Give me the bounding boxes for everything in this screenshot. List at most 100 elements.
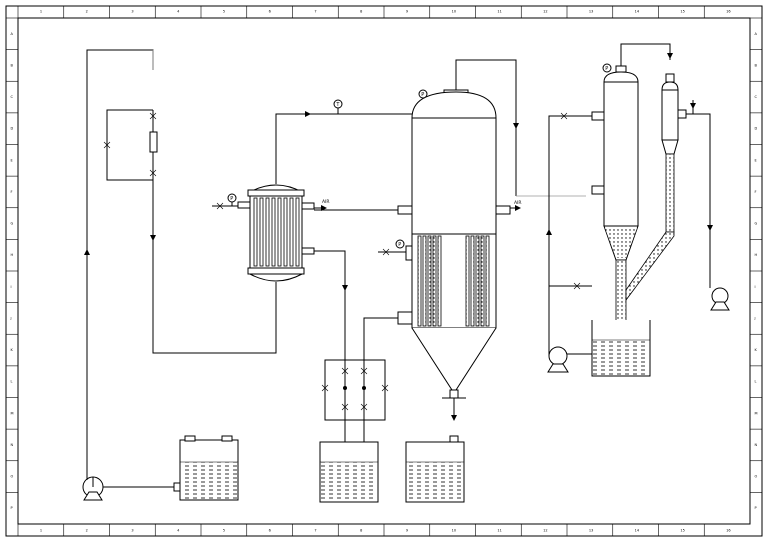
column-label: 8	[360, 529, 362, 533]
exchanger-tube	[295, 197, 300, 267]
column-label: 7	[314, 10, 316, 14]
row-label: O	[755, 475, 758, 479]
reflux-line	[548, 115, 592, 356]
svg-text:T: T	[335, 102, 340, 108]
exchanger-tube	[265, 197, 270, 267]
column-label: 5	[223, 529, 225, 533]
valve-icon	[573, 282, 581, 290]
exchanger-tube	[253, 197, 258, 267]
row-label: G	[755, 222, 758, 226]
valve-icon	[149, 112, 157, 120]
feed-pump	[82, 476, 104, 501]
column-label: 6	[269, 529, 271, 533]
pressure-gauge-icon	[418, 89, 428, 99]
row-label: D	[755, 127, 758, 131]
column-label: 13	[589, 10, 593, 14]
column-label: 3	[131, 529, 133, 533]
air-vent-label: AIR	[322, 199, 330, 205]
row-label: C	[755, 95, 758, 99]
column-label: 12	[543, 10, 547, 14]
air-vent-label: AIR	[514, 200, 522, 206]
column-label: 10	[452, 529, 456, 533]
rotameter-loop	[103, 109, 158, 181]
column-label: 4	[177, 529, 180, 533]
feed-tank	[173, 435, 239, 501]
exchanger-tube	[259, 197, 264, 267]
condenser-column: P	[591, 63, 639, 341]
evaporator-tube	[427, 235, 432, 327]
row-label: N	[11, 443, 14, 447]
column-label: 15	[680, 10, 684, 14]
row-label: E	[755, 158, 757, 162]
evaporator-tube	[470, 235, 475, 327]
row-label: M	[755, 411, 758, 415]
column-label: 15	[680, 529, 684, 533]
exchanger-tube	[271, 197, 276, 267]
valve-icon	[360, 367, 368, 375]
valve-icon	[149, 169, 157, 177]
recycle-line	[363, 317, 398, 462]
column-label: 14	[635, 529, 640, 533]
condensate-tank	[319, 441, 379, 503]
svg-text:P: P	[605, 66, 608, 72]
evaporator-tube	[432, 235, 437, 327]
frame-ticks	[6, 6, 762, 536]
row-label: N	[755, 443, 758, 447]
pressure-gauge-icon	[395, 239, 405, 249]
column-overhead-line	[620, 43, 671, 66]
valve-icon	[103, 141, 111, 149]
row-label: A	[11, 32, 14, 36]
row-label: K	[11, 348, 14, 352]
row-label: L	[11, 380, 13, 384]
row-label: H	[11, 253, 14, 257]
valve-icon	[341, 403, 349, 411]
row-label: C	[11, 95, 14, 99]
column-label: 11	[497, 10, 501, 14]
row-label: I	[11, 285, 12, 289]
column-label: 9	[406, 10, 408, 14]
exchanger-tube	[277, 197, 282, 267]
column-label: 10	[452, 10, 456, 14]
valve-icon	[560, 112, 568, 120]
column-label: 7	[314, 529, 316, 533]
column-label: 2	[86, 10, 88, 14]
row-label: J	[10, 316, 12, 320]
row-label: B	[755, 63, 758, 67]
row-label: A	[755, 32, 758, 36]
row-label: I	[755, 285, 756, 289]
column-label: 1	[40, 529, 42, 533]
svg-text:P: P	[230, 196, 233, 202]
column-label: 13	[589, 529, 593, 533]
column-label: 16	[726, 529, 730, 533]
evaporator-tube	[475, 235, 480, 327]
column-label: 5	[223, 10, 225, 14]
column-label: 2	[86, 529, 88, 533]
evaporator-tube	[437, 235, 442, 327]
circulating-pump	[547, 346, 592, 373]
exchanger-steam-inlet: P	[212, 193, 238, 210]
pressure-gauge-icon	[602, 63, 612, 73]
row-label: B	[11, 63, 14, 67]
feed-riser-line	[86, 49, 154, 480]
column-label: 9	[406, 529, 408, 533]
concentrate-tank	[405, 435, 465, 503]
valve-icon	[381, 384, 389, 392]
row-label: O	[11, 475, 14, 479]
column-label: 16	[726, 10, 730, 14]
row-label: J	[754, 316, 756, 320]
vapour-line	[275, 113, 412, 184]
secondary-separator	[625, 73, 687, 302]
column-label: 4	[177, 10, 180, 14]
valve-icon	[341, 367, 349, 375]
evaporator-tube	[417, 235, 422, 327]
exchanger-tube	[289, 197, 294, 267]
evaporator-tube	[480, 235, 485, 327]
exchanger-tube	[283, 197, 288, 267]
column-label: 11	[497, 529, 501, 533]
drawing-frame: 1122334455667788991010111112121313141415…	[5, 5, 763, 537]
row-label: D	[11, 127, 14, 131]
valve-icon	[360, 403, 368, 411]
rotameter	[149, 131, 158, 153]
evaporator-steam-inlet: P	[378, 239, 406, 256]
